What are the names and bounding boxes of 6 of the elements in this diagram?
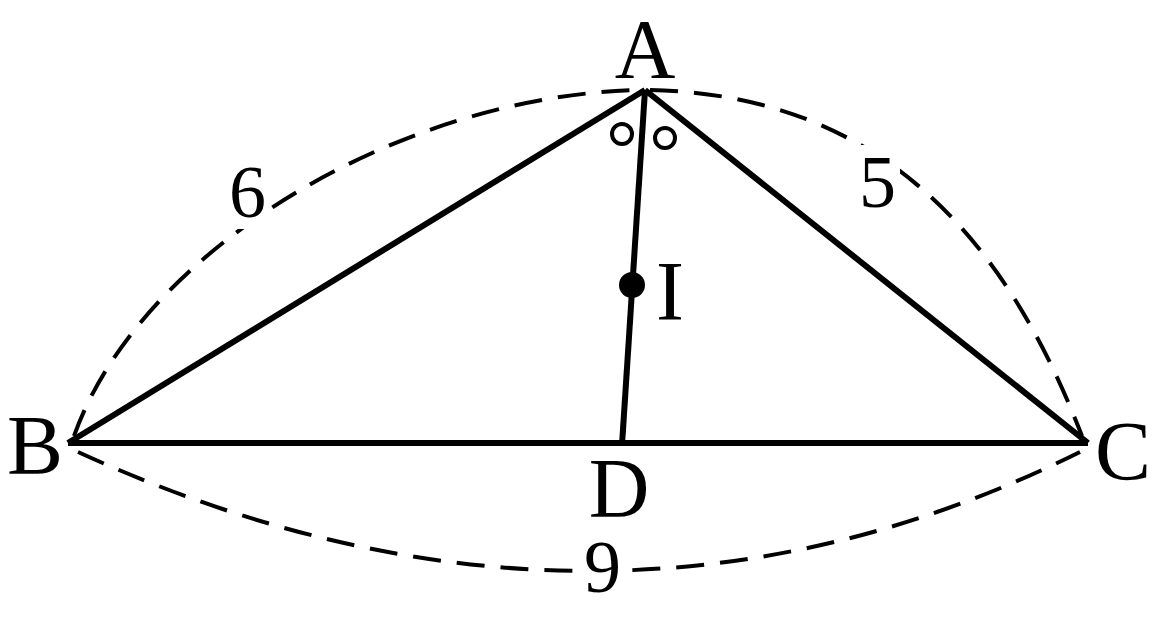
vertex-label: C [1092, 410, 1154, 492]
triangle-side [68, 440, 1088, 446]
vertex-label: D [588, 447, 650, 529]
vertex-label: A [612, 8, 678, 90]
vertex-label: B [4, 404, 66, 486]
point-label: I [656, 250, 684, 334]
